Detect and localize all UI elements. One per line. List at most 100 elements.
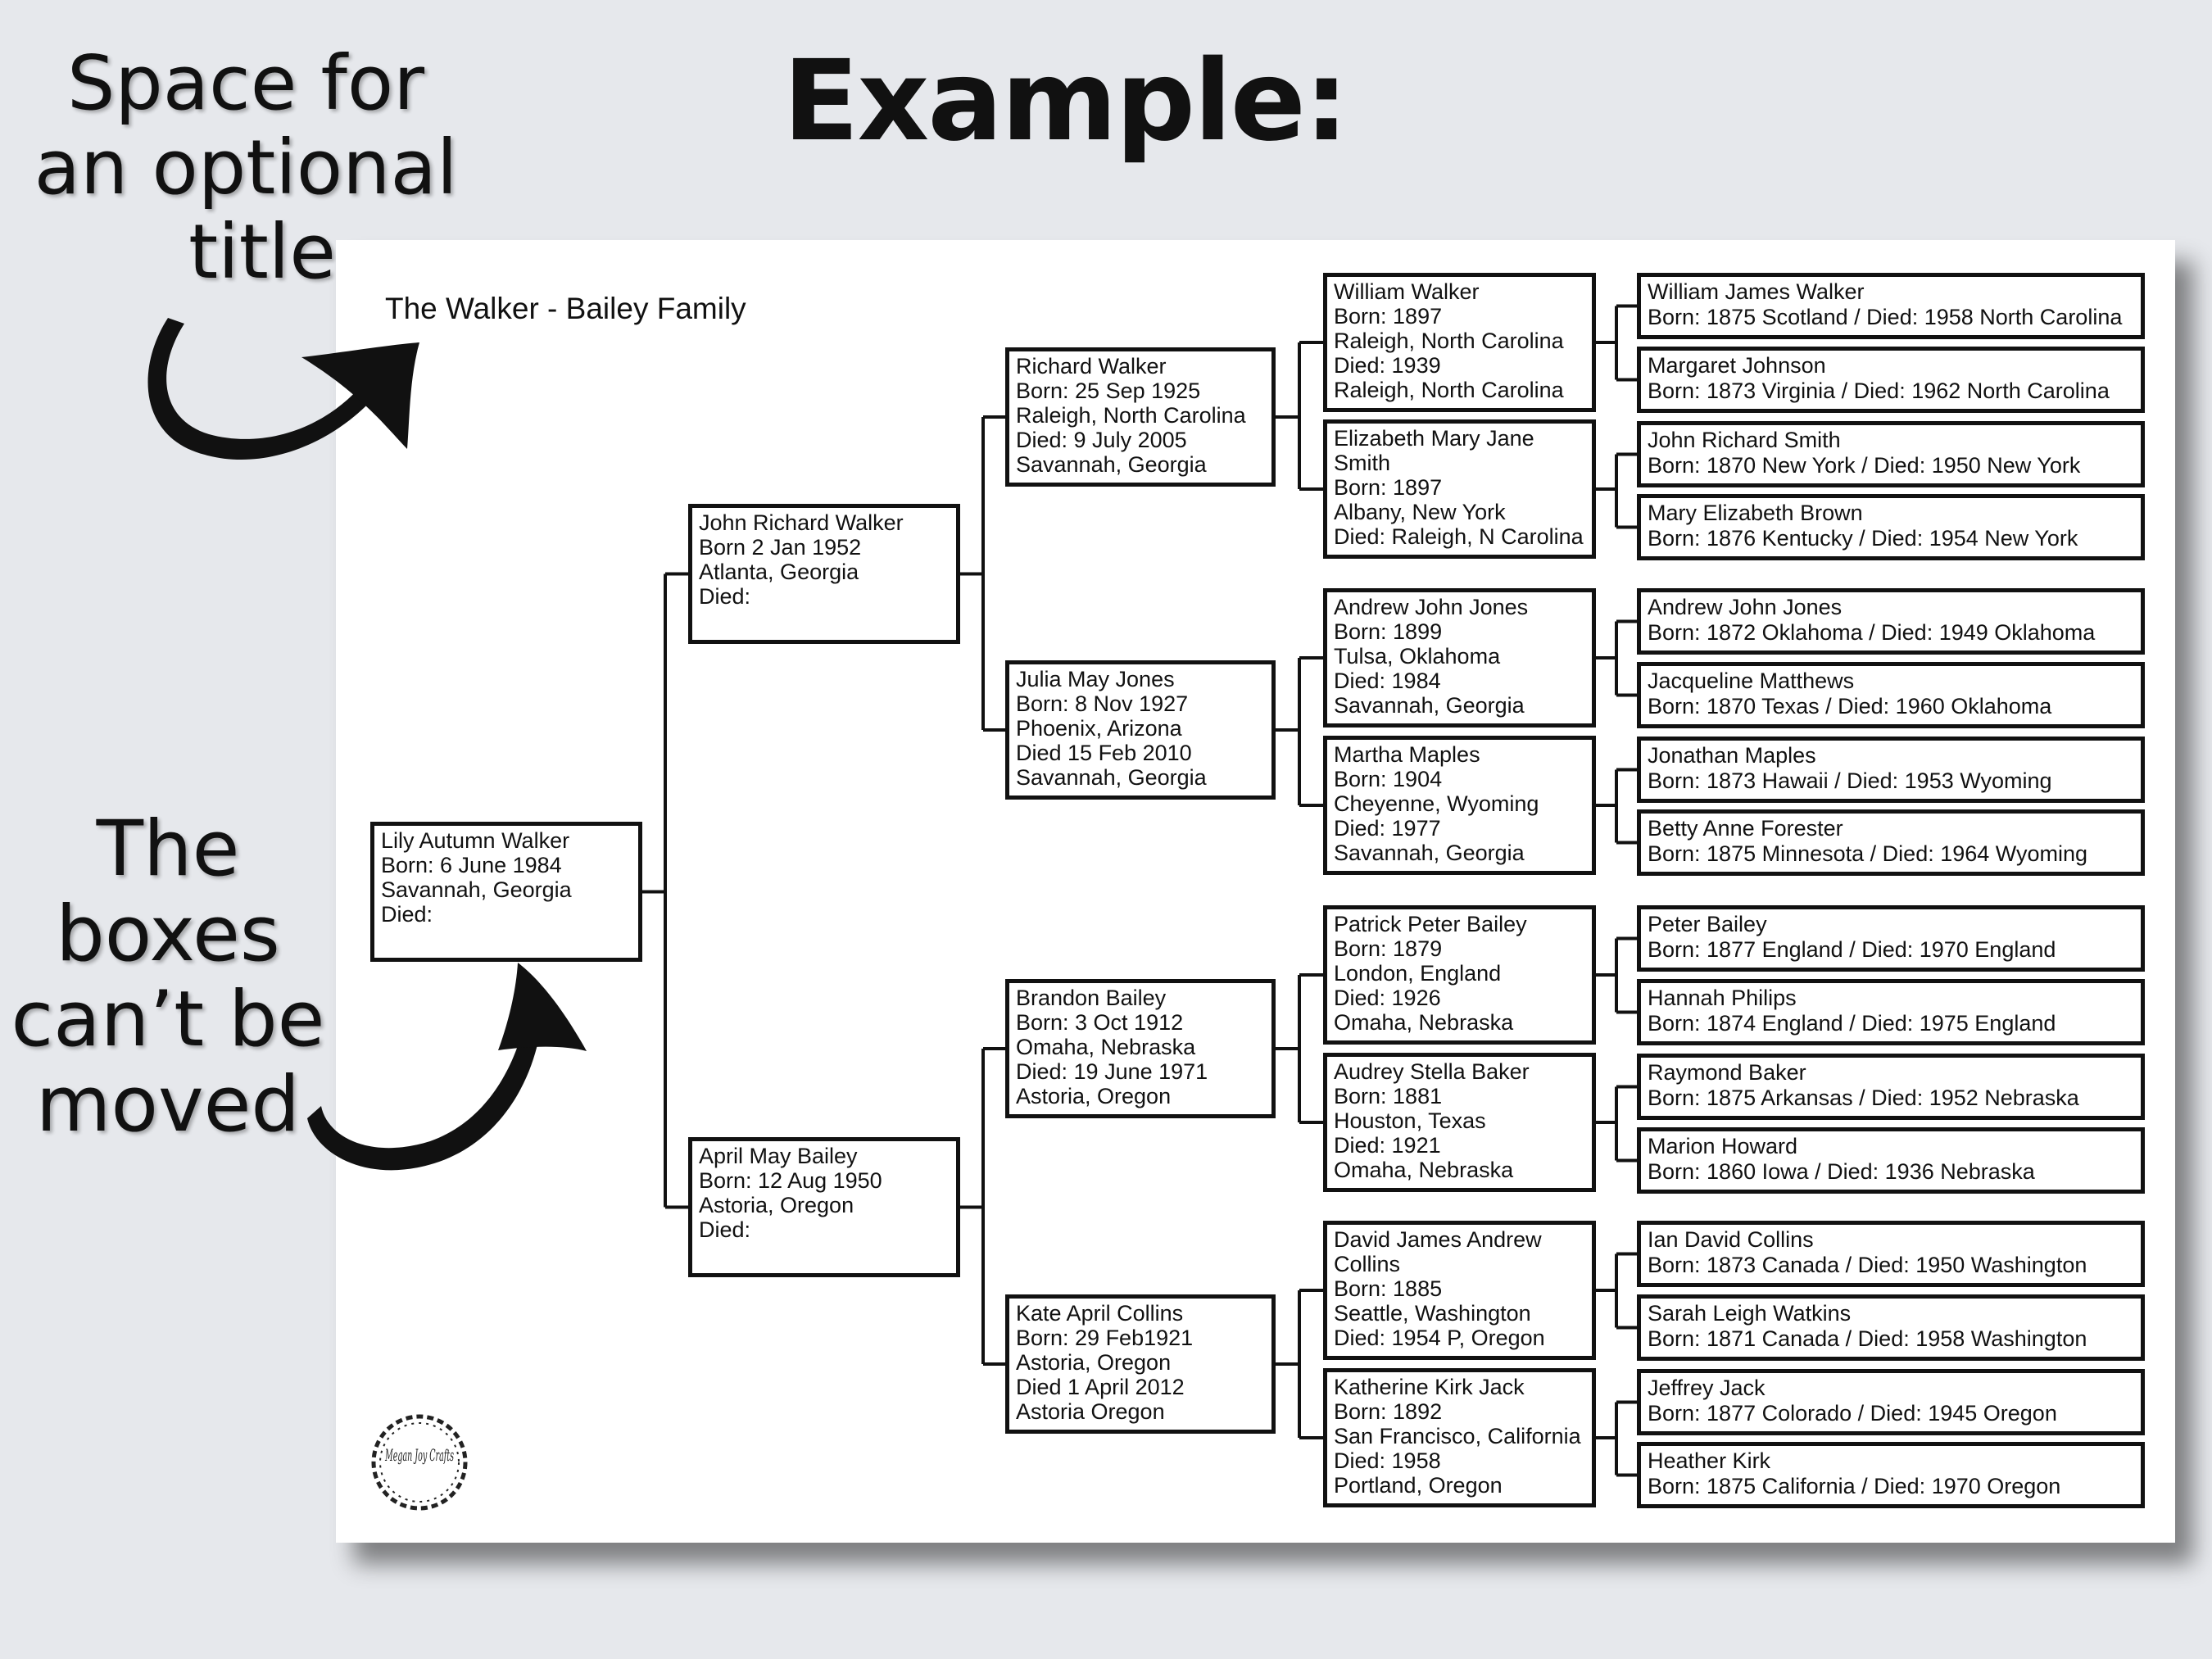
person-line: Died: 1926 <box>1334 986 1441 1010</box>
boxes-annotation-line: moved <box>35 1060 301 1149</box>
person-line: Born: 1871 Canada / Died: 1958 Washingto… <box>1648 1326 2087 1351</box>
person-line: Jonathan Maples <box>1648 743 1816 768</box>
person-line: Died: 1958 <box>1334 1448 1441 1473</box>
page-heading: Example: <box>782 37 1349 166</box>
person-line: Born: 1870 Texas / Died: 1960 Oklahoma <box>1648 694 2052 718</box>
person-line: Born: 12 Aug 1950 <box>699 1168 882 1193</box>
boxes-annotation-line: can’t be <box>11 975 325 1064</box>
person-line: Mary Elizabeth Brown <box>1648 501 1863 525</box>
person-line: Ian David Collins <box>1648 1227 1814 1252</box>
person-line: Omaha, Nebraska <box>1016 1035 1196 1059</box>
person-line: Jeffrey Jack <box>1648 1376 1766 1400</box>
person-line: Audrey Stella Baker <box>1334 1059 1530 1084</box>
person-line: London, England <box>1334 961 1502 986</box>
person-line: Born: 1860 Iowa / Died: 1936 Nebraska <box>1648 1159 2035 1184</box>
person-line: Born: 1899 <box>1334 619 1443 644</box>
person-line: Died: <box>381 902 433 927</box>
person-line: Jacqueline Matthews <box>1648 669 1855 693</box>
person-line: Born: 6 June 1984 <box>381 853 562 877</box>
person-line: Portland, Oregon <box>1334 1473 1503 1498</box>
person-line: Savannah, Georgia <box>1334 693 1525 718</box>
person-line: Born: 1873 Hawaii / Died: 1953 Wyoming <box>1648 768 2052 793</box>
person-line: Phoenix, Arizona <box>1016 716 1182 741</box>
person-line: Died 15 Feb 2010 <box>1016 741 1192 765</box>
person-line: Born: 1897 <box>1334 475 1443 500</box>
person-line: Born: 1874 England / Died: 1975 England <box>1648 1011 2056 1036</box>
person-line: Raymond Baker <box>1648 1060 1806 1085</box>
title-annotation-line: an optional <box>34 124 458 211</box>
person-line: Born: 1872 Oklahoma / Died: 1949 Oklahom… <box>1648 620 2096 645</box>
person-line: Died: Raleigh, N Carolina <box>1334 524 1584 549</box>
person-line: Omaha, Nebraska <box>1334 1010 1514 1035</box>
person-line: Astoria, Oregon <box>699 1193 854 1217</box>
person-line: Tulsa, Oklahoma <box>1334 644 1501 669</box>
person-line: April May Bailey <box>699 1144 858 1168</box>
laurel-wreath-logo: Megan Joy Crafts <box>371 1414 468 1511</box>
person-line: Brandon Bailey <box>1016 986 1167 1010</box>
title-annotation-line: Space for <box>66 39 425 127</box>
person-line: Born 2 Jan 1952 <box>699 535 862 560</box>
person-line: Died: 1939 <box>1334 353 1441 378</box>
person-line: Born: 1892 <box>1334 1399 1443 1424</box>
person-line: Astoria, Oregon <box>1016 1350 1172 1375</box>
person-line: Born: 1877 Colorado / Died: 1945 Oregon <box>1648 1401 2057 1426</box>
person-line: Born: 1875 Scotland / Died: 1958 North C… <box>1648 305 2123 329</box>
person-line: Died: 1954 P, Oregon <box>1334 1326 1545 1350</box>
person-line: Died: <box>699 1217 751 1242</box>
boxes-annotation: The boxes can’t be moved <box>0 807 336 1148</box>
person-line: Died: 1984 <box>1334 669 1441 693</box>
person-line: Katherine Kirk Jack <box>1334 1375 1525 1399</box>
person-line: Omaha, Nebraska <box>1334 1158 1514 1182</box>
logo-text: Megan Joy Crafts <box>385 1445 454 1465</box>
person-line: John Richard Smith <box>1648 428 1841 452</box>
family-tree-title[interactable]: The Walker - Bailey Family <box>385 292 746 325</box>
person-line: Born: 1875 California / Died: 1970 Orego… <box>1648 1474 2061 1498</box>
person-line: Born: 1873 Canada / Died: 1950 Washingto… <box>1648 1253 2087 1277</box>
person-line: Andrew John Jones <box>1334 595 1529 619</box>
person-line: Patrick Peter Bailey <box>1334 912 1527 936</box>
person-line: Savannah, Georgia <box>1016 765 1207 790</box>
person-line: Born: 1870 New York / Died: 1950 New Yor… <box>1648 453 2081 478</box>
person-line: Died: <box>699 584 751 609</box>
person-line: Cheyenne, Wyoming <box>1334 791 1539 816</box>
person-line: Born: 1875 Arkansas / Died: 1952 Nebrask… <box>1648 1086 2079 1110</box>
person-line: Andrew John Jones <box>1648 595 1843 619</box>
person-line: Heather Kirk <box>1648 1448 1771 1473</box>
person-line: William James Walker <box>1648 279 1865 304</box>
person-line: Savannah, Georgia <box>381 877 572 902</box>
person-line: Born: 29 Feb1921 <box>1016 1326 1194 1350</box>
person-line: Died: 1977 <box>1334 816 1441 841</box>
